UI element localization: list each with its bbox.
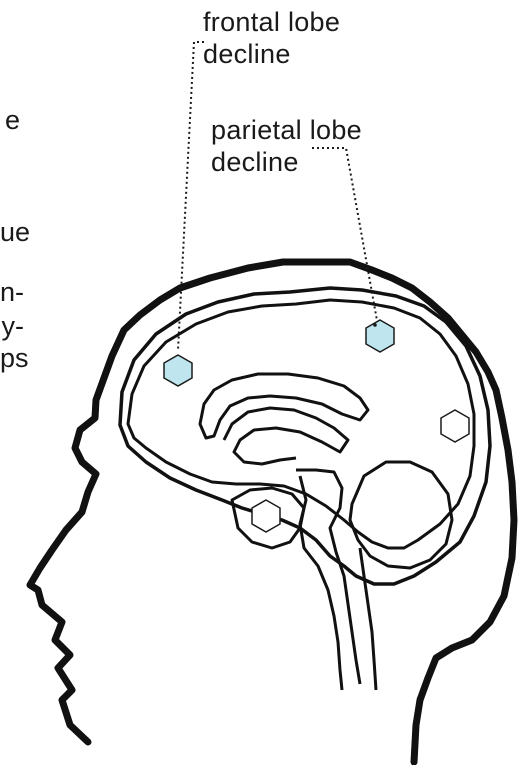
brain-inner-outline <box>128 300 474 548</box>
occipital-hexagon-icon <box>441 410 469 442</box>
parietal-label-line1: parietal lobe <box>211 114 362 146</box>
parietal-label: parietal lobe decline <box>211 114 362 178</box>
brainstem-back <box>360 548 376 690</box>
frontal-label-line2: decline <box>203 38 340 70</box>
frontal-hexagon-icon <box>164 355 192 386</box>
brainstem-front <box>300 476 342 690</box>
parietal-marker-dot <box>373 323 377 327</box>
cerebellum <box>350 462 452 568</box>
brain-outer-outline <box>120 288 490 584</box>
frontal-label-line1: frontal lobe <box>203 6 340 38</box>
left-fragment-1: e <box>0 104 20 136</box>
frontal-label: frontal lobe decline <box>203 6 340 70</box>
left-fragment-2: ue <box>0 216 24 248</box>
fornix <box>224 408 348 464</box>
left-fragment-3: n- <box>0 276 24 308</box>
parietal-label-line2: decline <box>211 146 362 178</box>
temporal-hexagon-icon <box>252 500 280 532</box>
left-fragment-5: ps <box>0 342 24 374</box>
left-fragment-4: y- <box>0 310 24 342</box>
parietal-hexagon-icon <box>366 320 394 352</box>
frontal-leader-line <box>178 42 204 350</box>
